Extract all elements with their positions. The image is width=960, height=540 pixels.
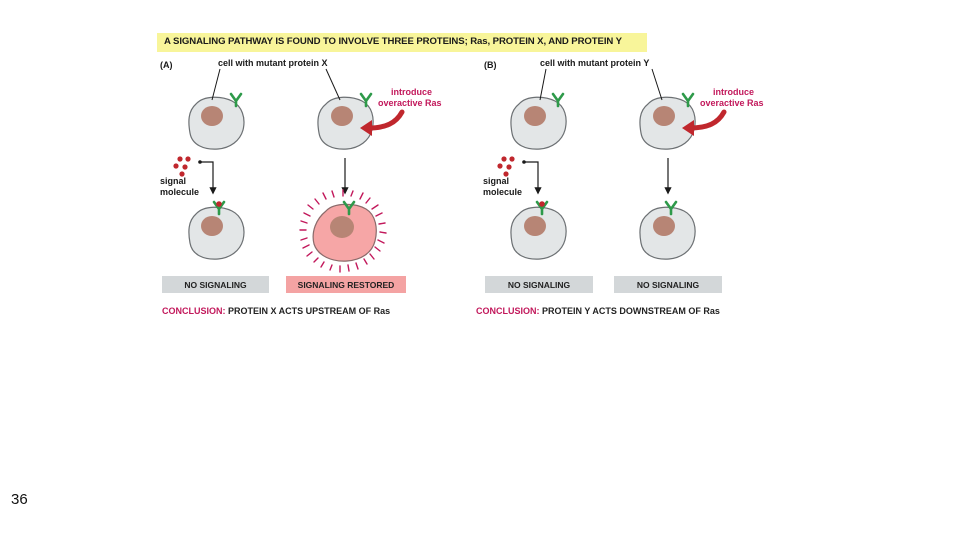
panel-a-outcome-left: NO SIGNALING <box>162 276 269 293</box>
introduce-line2: overactive Ras <box>700 98 764 108</box>
panel-b-cell-label: cell with mutant protein Y <box>540 58 650 68</box>
nucleus <box>524 106 546 126</box>
down-arrow-icon <box>524 161 542 195</box>
panel-b-label: (B) <box>484 60 497 70</box>
nucleus <box>330 216 354 238</box>
conclusion-text: PROTEIN X ACTS UPSTREAM OF Ras <box>225 306 391 316</box>
signal-line1: signal <box>483 176 510 186</box>
figure-title: A SIGNALING PATHWAY IS FOUND TO INVOLVE … <box>164 36 622 47</box>
nucleus <box>201 216 223 236</box>
introduce-ras-arrow-icon <box>682 109 727 136</box>
nucleus <box>201 106 223 126</box>
cell-a-bottom-right-restored <box>299 189 387 273</box>
nucleus <box>331 106 353 126</box>
receptor-icon <box>664 200 678 216</box>
cell-b-bottom-left <box>510 200 567 260</box>
panel-a-conclusion: CONCLUSION: PROTEIN X ACTS UPSTREAM OF R… <box>162 306 390 316</box>
signal-molecule-icon <box>173 156 191 177</box>
label-pointer <box>211 68 221 101</box>
receptor-icon <box>535 200 549 216</box>
panel-a-introduce-label: introduce overactive Ras <box>378 87 442 109</box>
conclusion-key: CONCLUSION: <box>162 306 226 316</box>
panel-b-introduce-label: introduce overactive Ras <box>700 87 764 109</box>
bound-signal-icon <box>539 201 545 207</box>
panel-b-outcome-left: NO SIGNALING <box>485 276 593 293</box>
signal-line1: signal <box>160 176 187 186</box>
cell-b-top-right <box>639 92 696 150</box>
label-pointer <box>325 68 341 101</box>
bound-signal-icon <box>216 201 222 207</box>
page-number: 36 <box>11 491 28 508</box>
label-pointer <box>651 68 663 101</box>
cell-a-top-right <box>317 92 374 150</box>
receptor-icon <box>359 92 373 108</box>
title-banner <box>157 33 647 52</box>
down-arrow-icon <box>200 161 217 195</box>
panel-b-conclusion: CONCLUSION: PROTEIN Y ACTS DOWNSTREAM OF… <box>476 306 720 316</box>
cell-a-top-left <box>188 92 245 150</box>
introduce-line1: introduce <box>391 87 433 97</box>
panel-a-label: (A) <box>160 60 173 70</box>
introduce-line1: introduce <box>713 87 755 97</box>
panel-a-cell-label: cell with mutant protein X <box>218 58 328 68</box>
receptor-icon <box>212 200 226 216</box>
label-pointer <box>539 68 547 101</box>
conclusion-key: CONCLUSION: <box>476 306 540 316</box>
cell-b-top-left <box>510 92 567 150</box>
nucleus <box>653 106 675 126</box>
panel-b-outcome-right: NO SIGNALING <box>614 276 722 293</box>
receptor-icon <box>681 92 695 108</box>
signal-molecule-icon <box>497 156 515 177</box>
cell-b-bottom-right <box>639 200 696 260</box>
signal-line2: molecule <box>160 187 200 197</box>
receptor-icon <box>229 92 243 108</box>
receptor-icon <box>342 200 356 216</box>
signal-line2: molecule <box>483 187 523 197</box>
panel-a-signal-label: signal molecule <box>160 176 199 198</box>
nucleus <box>524 216 546 236</box>
panel-a-outcome-right: SIGNALING RESTORED <box>286 276 406 293</box>
conclusion-text: PROTEIN Y ACTS DOWNSTREAM OF Ras <box>539 306 720 316</box>
nucleus <box>653 216 675 236</box>
panel-b-signal-label: signal molecule <box>483 176 522 198</box>
cell-a-bottom-left <box>188 200 245 260</box>
signal-burst-icon <box>299 189 387 273</box>
introduce-ras-arrow-icon <box>360 109 405 136</box>
introduce-line2: overactive Ras <box>378 98 442 108</box>
receptor-icon <box>551 92 565 108</box>
